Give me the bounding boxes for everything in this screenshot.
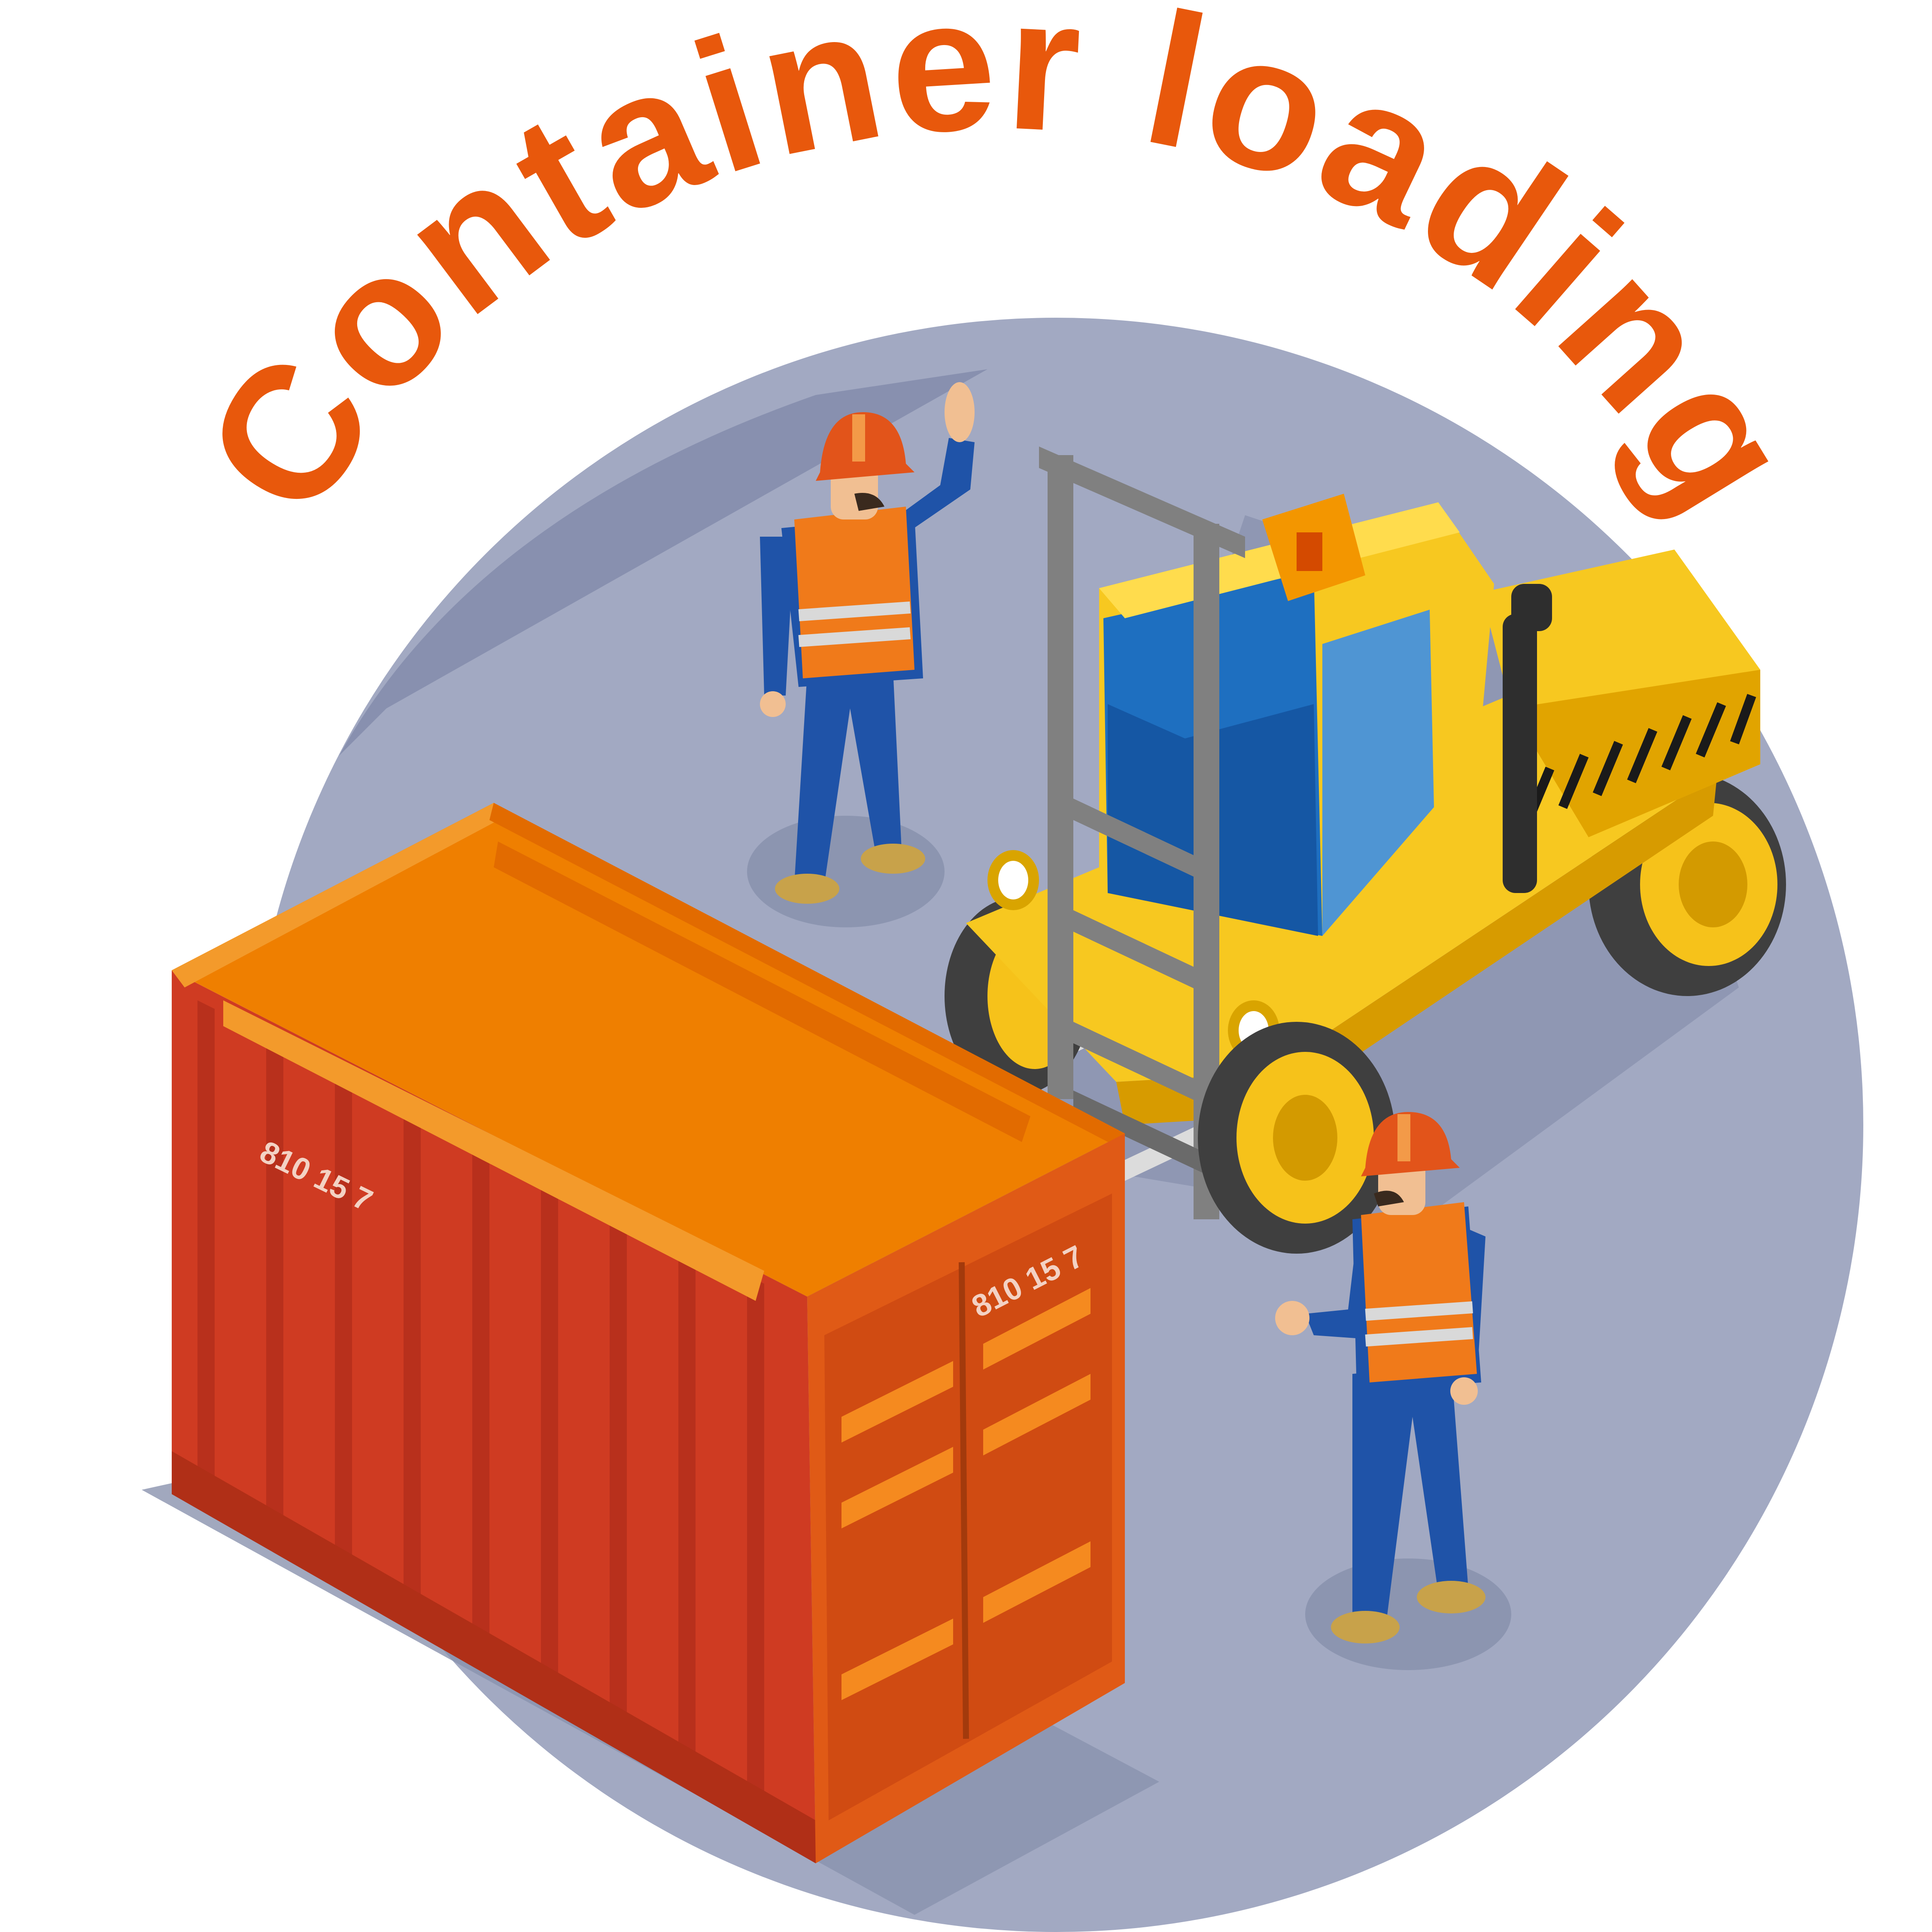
- shipping-container: 810 15 7 810 15 7: [172, 803, 1125, 1863]
- exhaust-pipe: [1503, 584, 1552, 893]
- beacon-light: [1262, 494, 1365, 601]
- forklift-front-right-wheel: [1198, 1022, 1395, 1254]
- hazard-stripes: [1524, 694, 1756, 822]
- worker-guiding: [1275, 1112, 1485, 1643]
- forklift: [945, 447, 1786, 1254]
- hard-hat-icon: [816, 412, 914, 481]
- door-lock-bars: [841, 1288, 1091, 1700]
- hard-hat-icon: [1361, 1112, 1460, 1176]
- worker-signaling: [760, 382, 975, 904]
- container-ribs: [197, 1000, 764, 1820]
